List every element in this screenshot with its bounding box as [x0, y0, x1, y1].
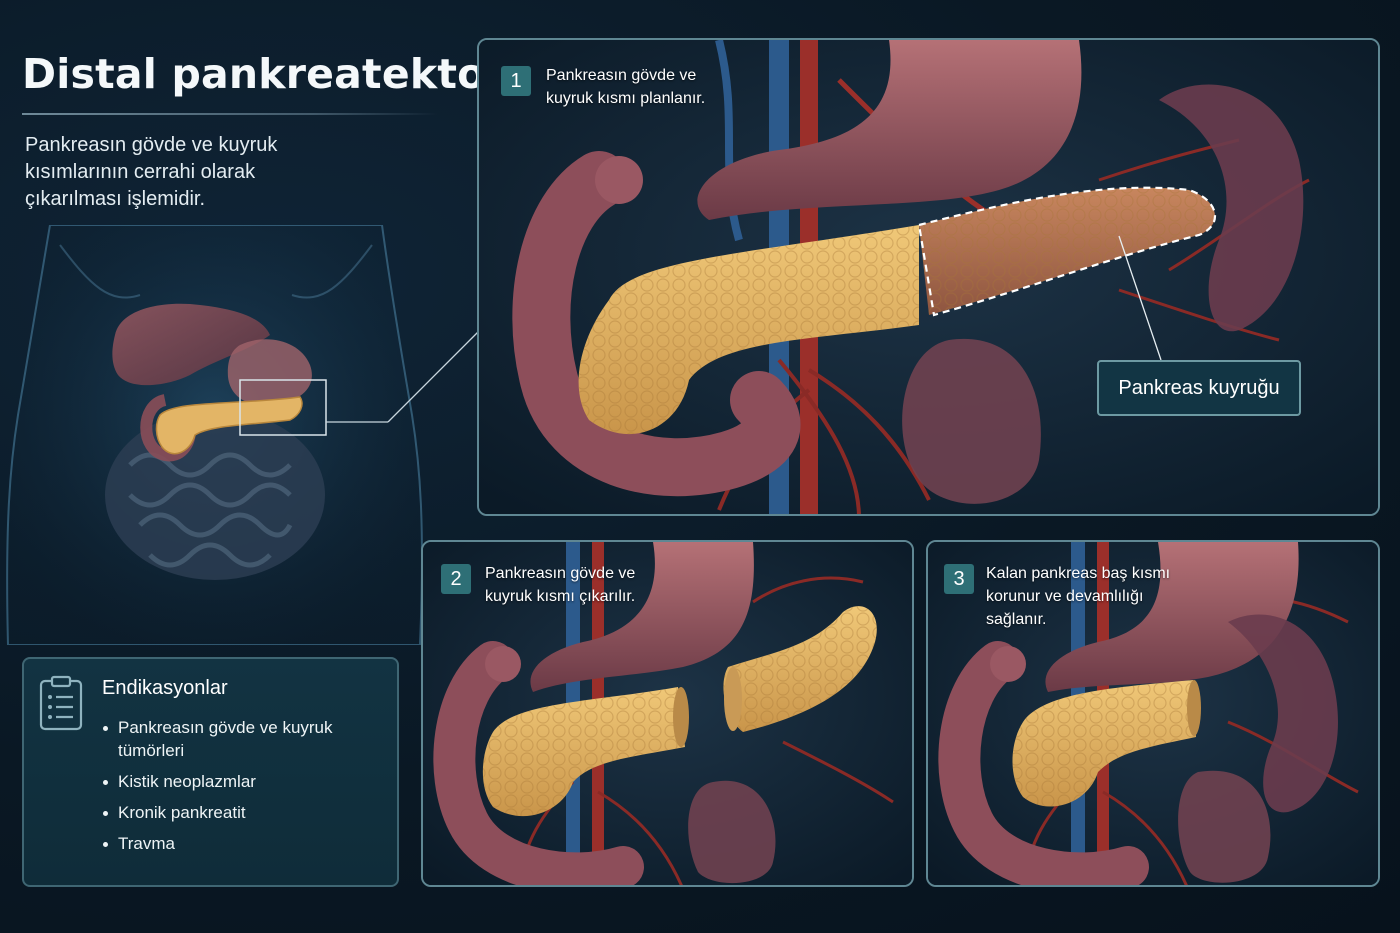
step-2-badge: 2	[441, 564, 471, 594]
duodenum-shape	[512, 151, 801, 497]
step-3-illustration	[928, 542, 1378, 885]
page-subtitle: Pankreasın gövde ve kuyruk kısımlarının …	[25, 134, 278, 210]
step-1-illustration	[479, 40, 1378, 514]
step-1-text: Pankreasın gövde ve kuyruk kısmı planlan…	[546, 67, 706, 107]
page-title: Distal pankreatektomi	[22, 50, 543, 98]
step-3-text: Kalan pankreas baş kısmı korunur ve deva…	[986, 565, 1171, 628]
list-item: Travma	[102, 832, 362, 855]
step-2-text: Pankreasın gövde ve kuyruk kısmı çıkarıl…	[485, 565, 636, 605]
list-item: Kronik pankreatit	[102, 801, 362, 824]
indications-box: Endikasyonlar Pankreasın gövde ve kuyruk…	[22, 657, 399, 887]
spleen-shape	[1159, 84, 1304, 332]
indications-title: Endikasyonlar	[102, 677, 228, 699]
list-item: Kistik neoplazmlar	[102, 770, 362, 793]
step-1-panel: 1 Pankreasın gövde ve kuyruk kısmı planl…	[477, 38, 1380, 516]
kidney-shape	[902, 338, 1041, 504]
step-1-badge: 1	[501, 66, 531, 96]
pancreas-tail-label: Pankreas kuyruğu	[1097, 360, 1301, 416]
torso-illustration	[6, 225, 423, 645]
title-divider	[22, 113, 438, 115]
indications-list: Pankreasın gövde ve kuyruk tümörleri Kis…	[102, 716, 362, 863]
list-item: Pankreasın gövde ve kuyruk tümörleri	[102, 716, 362, 762]
step-2-panel: 2 Pankreasın gövde ve kuyruk kısmı çıkar…	[421, 540, 914, 887]
step-2-illustration	[423, 542, 912, 885]
stomach-shape	[697, 40, 1082, 220]
highlight-box	[239, 379, 327, 436]
liver-shape	[112, 303, 271, 386]
step-3-panel: 3 Kalan pankreas baş kısmı korunur ve de…	[926, 540, 1380, 887]
stomach-shape	[227, 339, 312, 406]
step-3-badge: 3	[944, 564, 974, 594]
clipboard-icon	[39, 675, 83, 731]
pancreas-shape	[155, 396, 303, 455]
